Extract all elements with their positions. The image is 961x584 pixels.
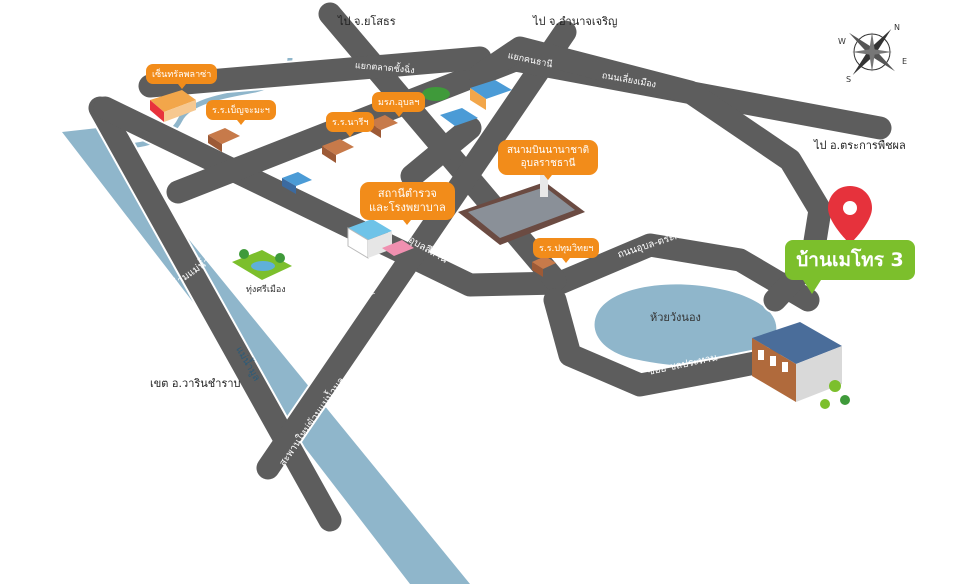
park <box>232 249 292 280</box>
building-school-benja <box>208 128 240 152</box>
label-warin-district: เขต อ.วารินชำราบ <box>150 377 241 390</box>
tag-central: เซ็นทรัลพลาซ่า <box>146 64 218 89</box>
tag-school-benja: ร.ร.เบ็ญจะมะฯ <box>206 100 276 125</box>
stadium <box>422 87 450 101</box>
tag-ubon-univ: มรภ.อุบลฯ <box>372 92 426 117</box>
svg-text:W: W <box>838 37 846 46</box>
compass-rose-icon: N E S W <box>838 23 907 84</box>
project-building <box>752 322 850 409</box>
shop-building <box>282 172 312 194</box>
svg-text:E: E <box>902 57 907 66</box>
building-mall <box>440 80 512 126</box>
tag-police-hospital: สถานีตำรวจ และโรงพยาบาล <box>360 182 455 224</box>
building-central <box>150 90 196 122</box>
label-to-yasothon: ไป จ.ยโสธร <box>338 15 396 28</box>
tag-airport: สนามบินนานาชาติ อุบลราชธานี <box>498 140 599 180</box>
label-park: ทุ่งศรีเมือง <box>246 285 286 295</box>
building-school-pathum <box>532 256 556 277</box>
tag-school-nari: ร.ร.นารีฯ <box>326 112 375 137</box>
reservoir <box>594 284 777 367</box>
svg-text:S: S <box>846 75 851 84</box>
airport-building <box>458 175 585 245</box>
label-reservoir: ห้วยวังนอง <box>650 311 701 324</box>
project-label: บ้านเมโทร 3 <box>785 240 915 294</box>
building-school-nari <box>322 139 354 163</box>
building-police-hospital <box>347 219 414 259</box>
label-to-trakan: ไป อ.ตระการพืชผล <box>814 139 906 152</box>
roads <box>86 0 894 534</box>
label-to-amnat: ไป จ.อำนาจเจริญ <box>533 15 618 28</box>
svg-text:N: N <box>894 23 900 32</box>
location-pin-icon <box>828 186 872 244</box>
tag-school-pathum: ร.ร.ปทุมวิทยฯ <box>533 238 600 263</box>
